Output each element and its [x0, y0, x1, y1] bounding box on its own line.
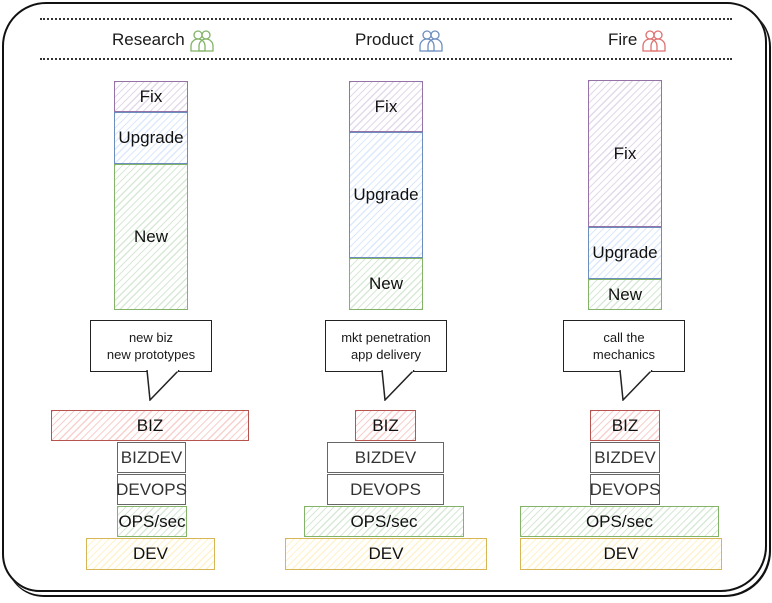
product-upgrade-block: Upgrade: [349, 132, 423, 258]
product-layer-devops: DEVOPS: [327, 474, 444, 505]
column-title-text: Fire: [608, 30, 638, 49]
product-layer-biz: BIZ: [355, 410, 416, 441]
research-new-block: New: [114, 164, 188, 310]
block-label: New: [368, 274, 403, 293]
layer-label: DEVOPS: [589, 479, 661, 499]
product-new-block: New: [349, 258, 423, 310]
layer-label: BIZDEV: [354, 447, 417, 467]
column-title-fire: Fire: [608, 28, 667, 52]
layer-label: DEVOPS: [350, 479, 421, 499]
block-label: Fix: [374, 96, 398, 116]
fire-layer-bizdev: BIZDEV: [590, 442, 660, 473]
layer-label: DEV: [368, 544, 404, 563]
layer-label: OPS/sec: [585, 511, 654, 531]
research-layer-ops-sec: OPS/sec: [117, 506, 187, 537]
research-layer-biz: BIZ: [51, 410, 249, 441]
fire-layer-devops: DEVOPS: [590, 474, 660, 505]
layer-label: BIZDEV: [120, 447, 183, 467]
research-callout: new biz new prototypes: [90, 320, 212, 372]
people-icon: [642, 30, 666, 52]
callout-line-2: mechanics: [592, 347, 656, 362]
layer-label: BIZ: [611, 415, 639, 435]
people-icon: [190, 30, 214, 52]
callout-line-2: app delivery: [350, 347, 422, 362]
people-icon: [418, 30, 443, 52]
block-label: Fix: [139, 86, 163, 106]
product-layer-dev: DEV: [285, 538, 487, 570]
product-layer-ops-sec: OPS/sec: [304, 506, 464, 537]
block-label: New: [133, 227, 168, 246]
column-title-text: Product: [355, 30, 414, 49]
fire-layer-biz: BIZ: [590, 410, 660, 441]
layer-label: BIZ: [136, 415, 164, 435]
layer-label: DEVOPS: [116, 479, 187, 499]
block-label: Upgrade: [353, 185, 419, 204]
fire-fix-block: Fix: [588, 80, 662, 227]
fire-new-block: New: [588, 279, 662, 310]
research-upgrade-block: Upgrade: [114, 112, 188, 164]
product-callout-tail: [381, 370, 415, 401]
layer-label: DEV: [603, 544, 639, 563]
column-title-research: Research: [112, 28, 215, 52]
research-layer-bizdev: BIZDEV: [117, 442, 186, 473]
research-layer-dev: DEV: [86, 538, 215, 570]
block-label: Fix: [613, 143, 637, 163]
outer-frame: [2, 2, 767, 592]
callout-line-1: new biz: [128, 330, 174, 345]
layer-label: OPS/sec: [350, 511, 418, 531]
research-layer-devops: DEVOPS: [116, 474, 187, 505]
column-title-text: Research: [112, 30, 185, 49]
header-dotted-separator: [40, 58, 732, 60]
product-layer-bizdev: BIZDEV: [327, 442, 444, 473]
layer-label: BIZ: [372, 415, 399, 435]
fire-layer-ops-sec: OPS/sec: [520, 506, 719, 537]
layer-label: BIZDEV: [594, 447, 656, 467]
block-label: Upgrade: [118, 128, 184, 147]
block-label: Upgrade: [592, 243, 658, 262]
layer-label: DEV: [133, 544, 168, 563]
column-title-product: Product: [355, 28, 444, 52]
product-fix-block: Fix: [349, 81, 423, 132]
product-callout: mkt penetration app delivery: [325, 320, 447, 372]
research-callout-tail: [146, 370, 180, 401]
callout-line-1: call the: [603, 330, 645, 345]
fire-upgrade-block: Upgrade: [588, 227, 662, 279]
fire-layer-dev: DEV: [520, 538, 722, 570]
layer-label: OPS/sec: [118, 511, 186, 531]
callout-line-1: mkt penetration: [341, 330, 431, 345]
fire-callout-tail: [619, 370, 653, 401]
block-label: New: [607, 284, 642, 304]
fire-callout: call the mechanics: [563, 320, 685, 372]
research-fix-block: Fix: [114, 81, 188, 112]
callout-line-2: new prototypes: [106, 347, 196, 362]
top-dotted-separator: [40, 18, 732, 20]
